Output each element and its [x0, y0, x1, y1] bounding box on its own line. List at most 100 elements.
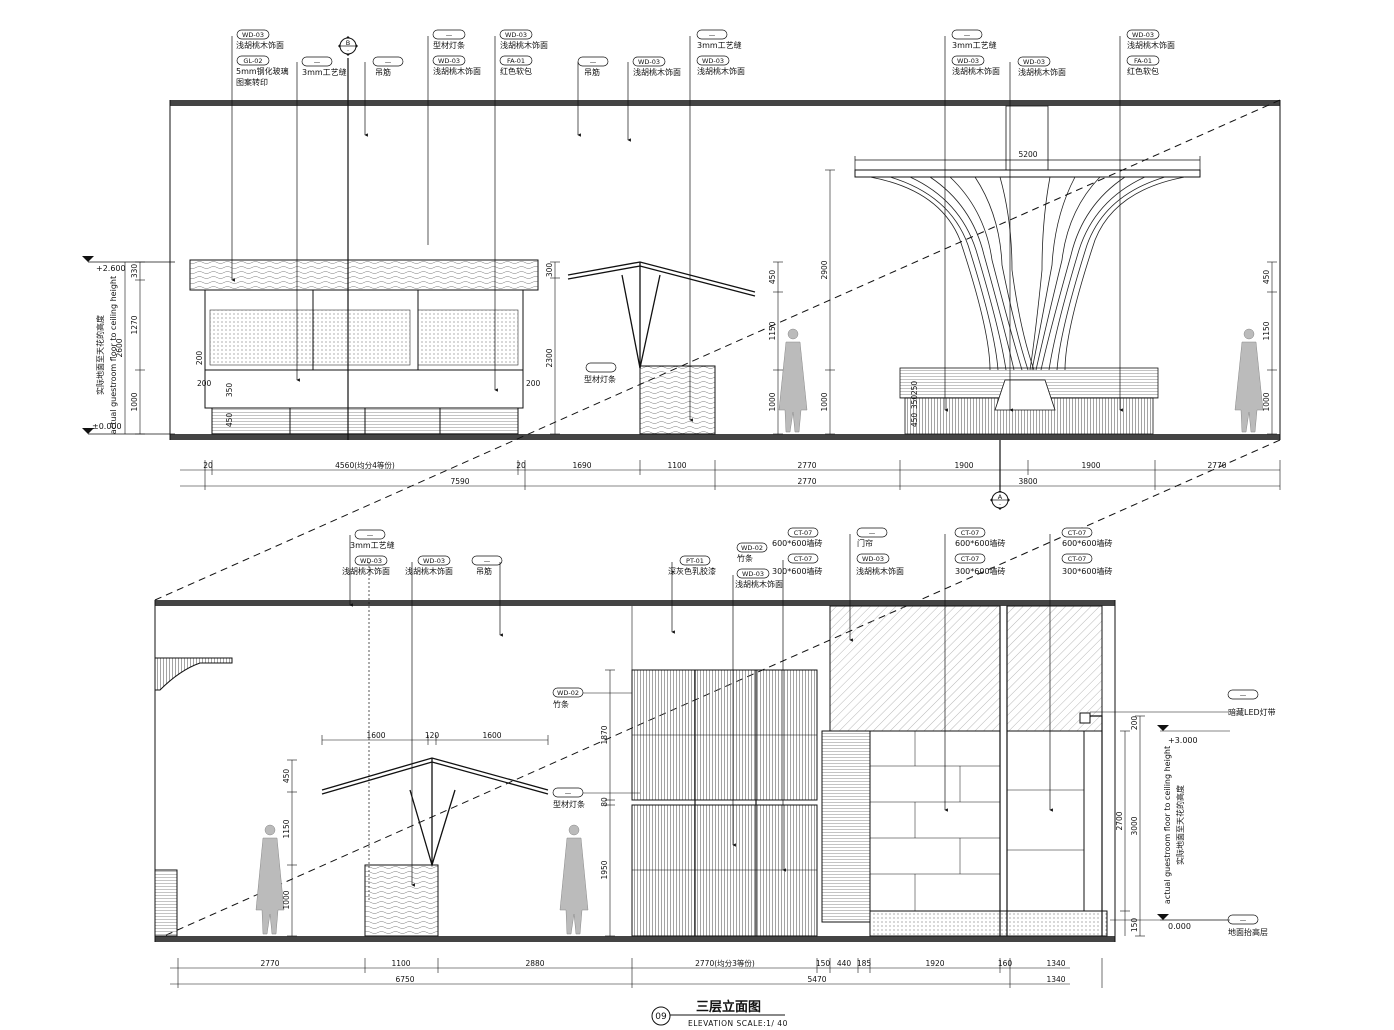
dimension-label: 5470 — [807, 975, 826, 984]
svg-text:WD-02: WD-02 — [741, 544, 763, 552]
svg-text:浅胡桃木饰面: 浅胡桃木饰面 — [500, 40, 548, 50]
human-figure — [1234, 328, 1264, 433]
svg-text:—: — — [367, 531, 374, 539]
material-tag: WD-03 浅胡桃木饰面 — [1017, 56, 1066, 77]
svg-text:红色软包: 红色软包 — [500, 66, 532, 76]
dimension-label: 350 — [910, 395, 919, 410]
svg-text:300*600墙砖: 300*600墙砖 — [955, 566, 1006, 576]
dimension-label: 1150 — [768, 321, 777, 340]
svg-text:WD-03: WD-03 — [423, 557, 445, 565]
horizontal-dimensions-top — [180, 460, 1281, 490]
svg-text:吊筋: 吊筋 — [476, 566, 492, 576]
dimension-label: 1600 — [366, 731, 385, 740]
material-tag: — 门帘 WD-03 浅胡桃木饰面 — [856, 527, 904, 576]
svg-text:浅胡桃木饰面: 浅胡桃木饰面 — [952, 66, 1000, 76]
svg-text:actual guestroom floor to ceil: actual guestroom floor to ceiling height — [1163, 746, 1172, 904]
svg-text:600*600墙砖: 600*600墙砖 — [955, 538, 1006, 548]
svg-text:浅胡桃木饰面: 浅胡桃木饰面 — [735, 579, 783, 589]
bottom-leader-lines — [349, 534, 1053, 900]
svg-text:WD-03: WD-03 — [438, 57, 460, 65]
human-figure — [778, 328, 808, 433]
dimension-label: 1150 — [1262, 321, 1271, 340]
dimension-label: 3800 — [1018, 477, 1037, 486]
drawing-name: 三层立面图 — [696, 999, 761, 1015]
dimension-label: 80 — [600, 797, 609, 807]
material-tag: — 3mm工艺缝 WD-03 浅胡桃木饰面 — [951, 29, 1000, 76]
svg-text:—: — — [446, 31, 453, 39]
dimension-label: 2770 — [797, 477, 816, 486]
bottom-floor-band — [155, 936, 1115, 942]
dimension-label: 1340 — [1046, 959, 1065, 968]
material-tag: PT-01 深灰色乳胶漆 — [668, 555, 716, 576]
svg-text:暗藏LED灯带: 暗藏LED灯带 — [1228, 707, 1276, 717]
svg-text:CT-07: CT-07 — [1068, 555, 1087, 563]
dimension-label: 440 — [837, 959, 852, 968]
svg-text:-: - — [347, 48, 349, 54]
top-elevation: WD-03 浅胡桃木饰面 GL-02 5mm钢化玻璃 图案转印 — 3mm工艺缝… — [82, 29, 1281, 510]
svg-text:实际地面至天花的高度: 实际地面至天花的高度 — [1175, 785, 1185, 865]
svg-text:3mm工艺缝: 3mm工艺缝 — [350, 540, 395, 550]
dimension-label: 350 — [225, 383, 234, 398]
top-floor-band — [170, 434, 1280, 440]
svg-text:—: — — [385, 58, 392, 66]
svg-text:WD-03: WD-03 — [505, 31, 527, 39]
dimension-label: 1900 — [1081, 461, 1100, 470]
dimension-label: 450 — [768, 270, 777, 285]
svg-text:—: — — [964, 31, 971, 39]
dimension-label: 1000 — [820, 392, 829, 411]
svg-text:WD-03: WD-03 — [242, 31, 264, 39]
vertical-dimensions-bottom — [287, 669, 1230, 937]
level-markers-top: +2.600 ±0.000 实际地面至天花的高度 actual guestroo… — [82, 256, 175, 435]
svg-text:3mm工艺缝: 3mm工艺缝 — [697, 40, 742, 50]
material-tag: WD-03 浅胡桃木饰面 GL-02 5mm钢化玻璃 图案转印 — [236, 29, 289, 87]
dimension-label: 2770 — [260, 959, 279, 968]
svg-text:竹条: 竹条 — [553, 699, 569, 709]
svg-text:吊筋: 吊筋 — [584, 67, 600, 77]
material-tag: WD-03 浅胡桃木饰面 FA-01 红色软包 — [1126, 29, 1175, 76]
svg-text:浅胡桃木饰面: 浅胡桃木饰面 — [236, 40, 284, 50]
svg-text:actual guestroom floor to ceil: actual guestroom floor to ceiling height — [109, 276, 118, 434]
top-leader-lines — [231, 36, 1123, 490]
svg-text:FA-01: FA-01 — [1134, 57, 1152, 65]
partial-bench — [154, 869, 178, 937]
dimension-label: 1690 — [572, 461, 591, 470]
tree-sculpture — [854, 105, 1201, 435]
svg-text:浅胡桃木饰面: 浅胡桃木饰面 — [342, 566, 390, 576]
svg-text:—: — — [1240, 916, 1247, 924]
dimension-label: 2300 — [545, 348, 554, 367]
svg-text:—: — — [314, 58, 321, 66]
svg-text:—: — — [1240, 691, 1247, 699]
svg-text:门帘: 门帘 — [857, 538, 873, 548]
svg-text:GL-02: GL-02 — [243, 57, 262, 65]
svg-text:深灰色乳胶漆: 深灰色乳胶漆 — [668, 566, 716, 576]
material-tag: — 3mm工艺缝 — [301, 56, 347, 77]
svg-text:—: — — [869, 529, 876, 537]
level-markers-bottom: +3.000 0.000 实际地面至天花的高度 actual guestroom… — [1157, 725, 1198, 931]
tile-wall — [821, 605, 1108, 937]
dimension-label: 450 — [1262, 270, 1271, 285]
dimension-label: 300 — [545, 263, 554, 278]
dimension-label: 1920 — [925, 959, 944, 968]
dimension-label: 150 — [816, 959, 831, 968]
svg-text:—: — — [565, 789, 572, 797]
canopy-frame — [567, 261, 756, 435]
bottom-material-tags: — 3mm工艺缝 WD-03 浅胡桃木饰面 WD-03 浅胡桃木饰面 — 吊筋 … — [342, 527, 1276, 937]
svg-text:实际地面至天花的高度: 实际地面至天花的高度 — [95, 315, 105, 395]
svg-text:5200: 5200 — [1018, 150, 1037, 159]
svg-text:A: A — [998, 493, 1003, 501]
svg-text:-: - — [999, 502, 1001, 508]
section-marker-b: B - — [338, 36, 358, 56]
dimension-label: 2600 — [115, 338, 124, 357]
human-figure — [559, 824, 589, 935]
dimension-label: 1000 — [1262, 392, 1271, 411]
svg-text:WD-03: WD-03 — [1132, 31, 1154, 39]
dimension-label: 450 — [910, 413, 919, 428]
svg-text:600*600墙砖: 600*600墙砖 — [1062, 538, 1113, 548]
dimension-label: 7590 — [450, 477, 469, 486]
dimension-label: 150 — [1130, 918, 1139, 933]
dimension-label: 3000 — [1130, 816, 1139, 835]
material-tag: CT-07 600*600墙砖 CT-07 300*600墙砖 — [954, 527, 1006, 576]
svg-text:CT-07: CT-07 — [961, 529, 980, 537]
dimension-label: 20 — [203, 461, 213, 470]
